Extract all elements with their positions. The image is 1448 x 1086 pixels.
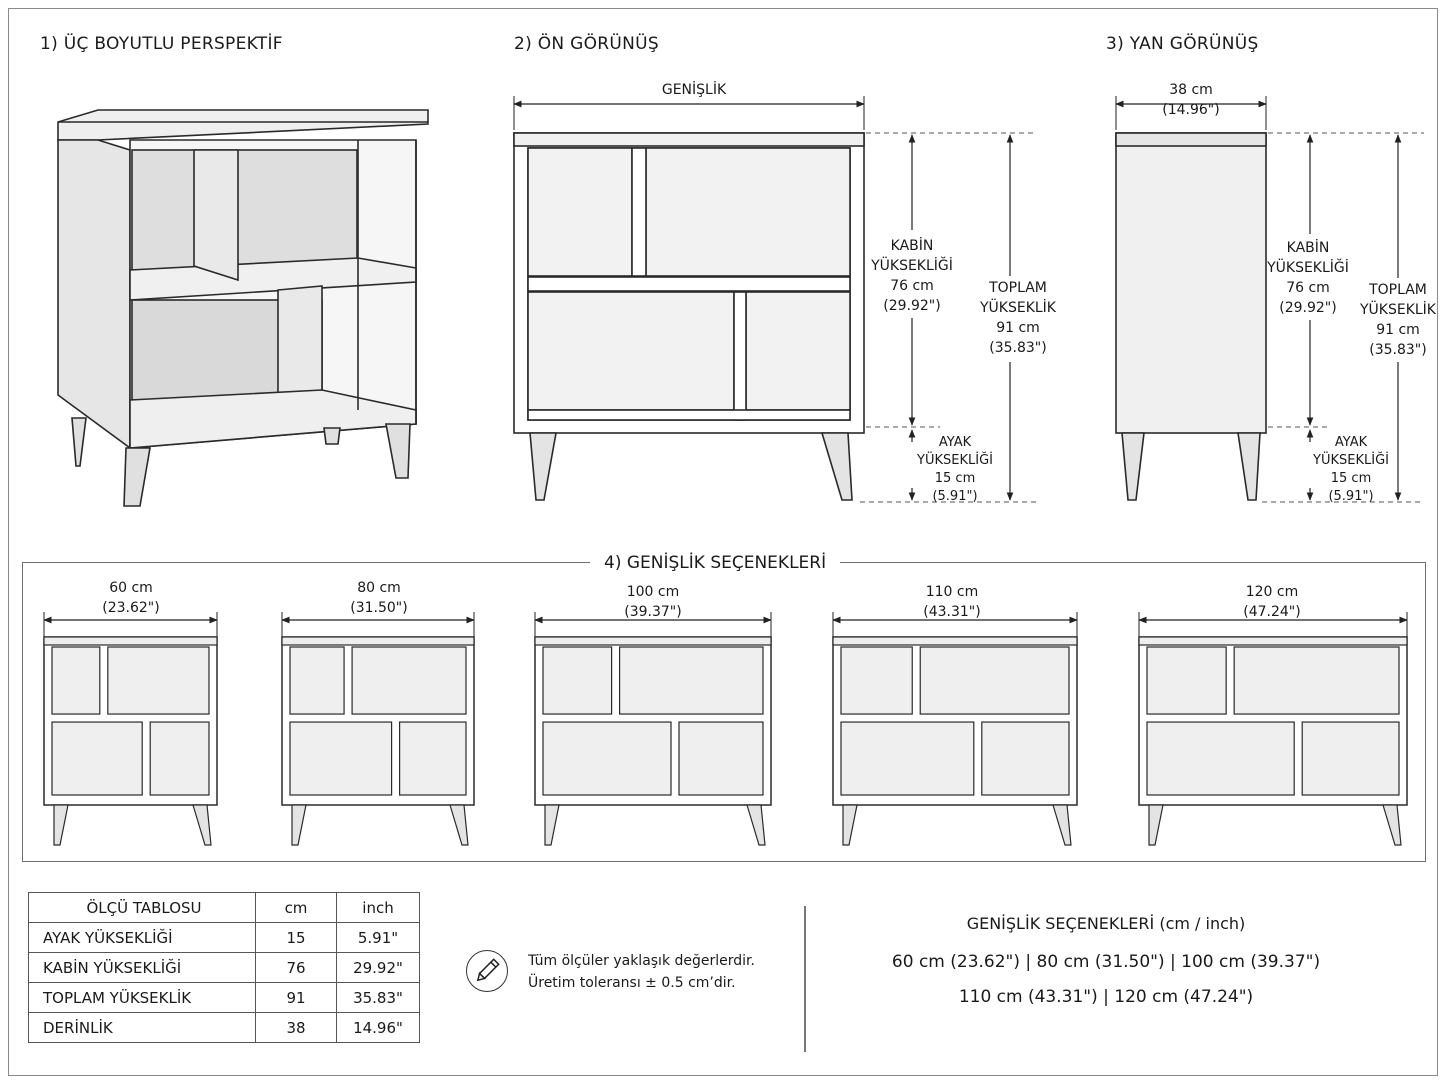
width-option-cabinets <box>43 612 1408 846</box>
row-cm: 15 <box>255 922 337 953</box>
spec-table-header: ÖLÇÜ TABLOSU cm inch <box>28 892 420 923</box>
table-row: KABİN YÜKSEKLİĞİ 76 29.92" <box>28 952 420 983</box>
width-option-120: 120 cm(47.24") <box>1243 584 1301 620</box>
front-width-label: GENİŞLİK <box>661 82 727 98</box>
row-inch: 14.96" <box>336 1012 420 1043</box>
row-label: DERİNLİK <box>28 1012 256 1043</box>
side-view-cabinet <box>1115 132 1267 501</box>
width-option-100: 100 cm(39.37") <box>624 584 682 620</box>
table-row: DERİNLİK 38 14.96" <box>28 1012 420 1043</box>
row-cm: 76 <box>255 952 337 983</box>
row-inch: 29.92" <box>336 952 420 983</box>
row-label: TOPLAM YÜKSEKLİK <box>28 982 256 1013</box>
options-summary-title: GENİŞLİK SEÇENEKLERİ (cm / inch) <box>966 914 1246 933</box>
pencil-icon <box>466 950 508 992</box>
side-depth-label: 38 cm(14.96") <box>1162 82 1220 118</box>
sheet-frame <box>8 8 1438 1076</box>
spec-table: ÖLÇÜ TABLOSU cm inch AYAK YÜKSEKLİĞİ 15 … <box>28 892 420 1043</box>
row-cm: 91 <box>255 982 337 1013</box>
perspective-cabinet <box>57 109 429 507</box>
row-inch: 5.91" <box>336 922 420 953</box>
row-label: KABİN YÜKSEKLİĞİ <box>28 952 256 983</box>
front-view-title: 2) ÖN GÖRÜNÜŞ <box>514 34 660 54</box>
table-row: AYAK YÜKSEKLİĞİ 15 5.91" <box>28 922 420 953</box>
width-options-title: 4) GENİŞLİK SEÇENEKLERİ <box>590 553 841 573</box>
table-row: TOPLAM YÜKSEKLİK 91 35.83" <box>28 982 420 1013</box>
width-option-60: 60 cm(23.62") <box>102 580 160 616</box>
side-view-title: 3) YAN GÖRÜNÜŞ <box>1106 34 1259 54</box>
tolerance-note: Tüm ölçüler yaklaşık değerlerdir. Üretim… <box>528 950 755 994</box>
header-cell: inch <box>336 892 420 923</box>
row-label: AYAK YÜKSEKLİĞİ <box>28 922 256 953</box>
divider <box>804 906 806 1052</box>
row-cm: 38 <box>255 1012 337 1043</box>
width-option-110: 110 cm(43.31") <box>923 584 981 620</box>
width-option-80: 80 cm(31.50") <box>350 580 408 616</box>
note-line-1: Tüm ölçüler yaklaşık değerlerdir. <box>528 953 755 969</box>
options-summary-row-1: 60 cm (23.62") | 80 cm (31.50") | 100 cm… <box>891 952 1321 972</box>
header-cell: ÖLÇÜ TABLOSU <box>28 892 256 923</box>
front-view-cabinet <box>513 132 865 501</box>
note-line-2: Üretim toleransı ± 0.5 cm’dir. <box>528 975 736 991</box>
row-inch: 35.83" <box>336 982 420 1013</box>
perspective-title: 1) ÜÇ BOYUTLU PERSPEKTİF <box>40 34 283 54</box>
header-cell: cm <box>255 892 337 923</box>
options-summary-row-2: 110 cm (43.31") | 120 cm (47.24") <box>958 987 1254 1007</box>
